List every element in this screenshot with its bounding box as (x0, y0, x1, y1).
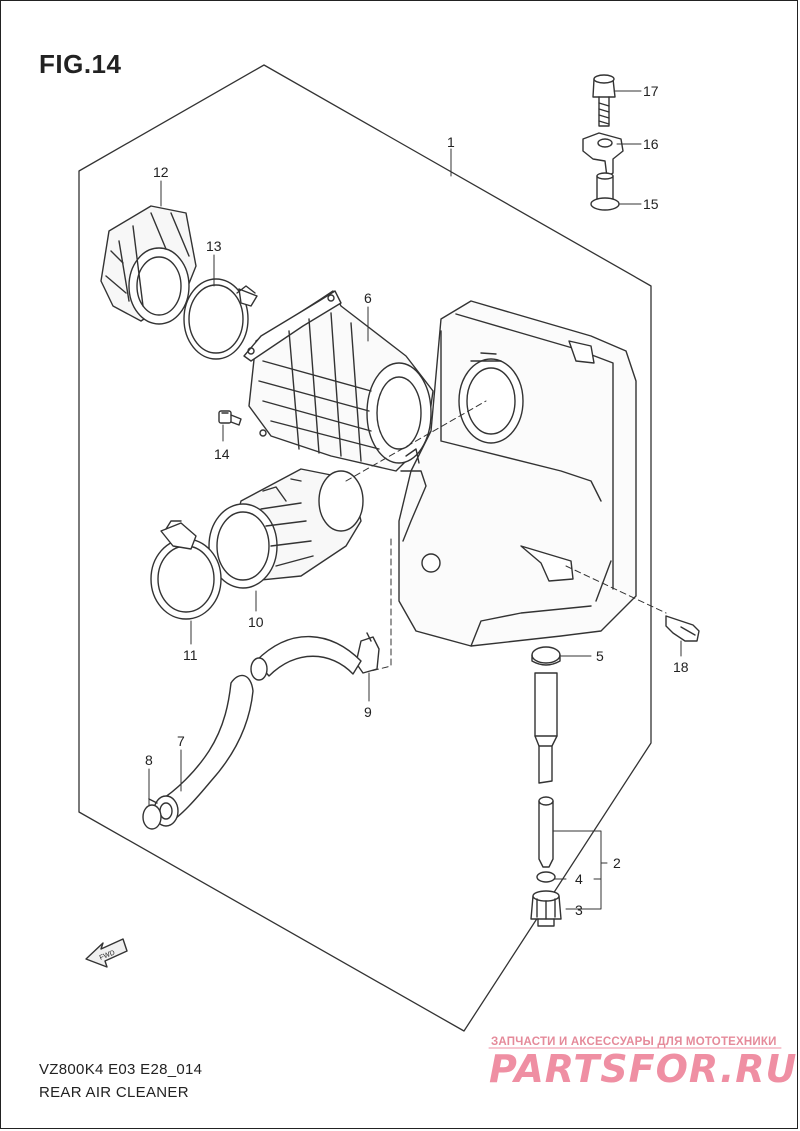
callout-12: 12 (153, 164, 169, 180)
callout-14: 14 (214, 446, 230, 462)
part-13-clamp-band (183, 278, 258, 360)
part-2-drain-tube (534, 672, 558, 868)
part-4-ring (536, 871, 556, 883)
callout-5: 5 (596, 648, 604, 664)
fwd-direction-marker (85, 938, 128, 968)
part-7-drain-hose (153, 635, 362, 827)
callout-2: 2 (613, 855, 621, 871)
callout-15: 15 (643, 196, 659, 212)
figure-title: FIG.14 (39, 49, 122, 79)
assembly-boundary (78, 64, 652, 1032)
callout-10: 10 (248, 614, 264, 630)
part-10-intake-tube (208, 468, 364, 589)
part-16-bracket (582, 132, 624, 178)
part-11-clamp (150, 520, 222, 620)
callout-4: 4 (575, 871, 583, 887)
part-17-bolt (592, 74, 616, 127)
part-9-clip (355, 632, 380, 674)
part-15-collar (590, 172, 620, 211)
part-6-filter-element (243, 290, 434, 472)
watermark-brand: PARTSFOR.RU (489, 1047, 798, 1091)
part-8-plug (142, 798, 162, 830)
part-18-bolt (665, 615, 700, 642)
leader-lines (148, 90, 682, 910)
callout-6: 6 (364, 290, 372, 306)
part-5-cap (531, 646, 561, 666)
callout-18: 18 (673, 659, 689, 675)
callout-1: 1 (447, 134, 455, 150)
part-12-intake-funnel (100, 205, 197, 325)
alignment-lines (345, 400, 667, 672)
part-1-air-cleaner-case (398, 300, 637, 647)
callout-8: 8 (145, 752, 153, 768)
callout-16: 16 (643, 136, 659, 152)
part-3-drain-plug (530, 890, 562, 927)
callout-13: 13 (206, 238, 222, 254)
callout-9: 9 (364, 704, 372, 720)
callout-11: 11 (183, 647, 198, 663)
section-name: REAR AIR CLEANER (39, 1084, 189, 1101)
watermark-tagline: ЗАПЧАСТИ И АКСЕССУАРЫ ДЛЯ МОТОТЕХНИКИ (491, 1036, 777, 1048)
model-code: VZ800K4 E03 E28_014 (39, 1061, 203, 1078)
part-14-screw (218, 410, 242, 426)
callout-7: 7 (177, 733, 185, 749)
callout-17: 17 (643, 83, 659, 99)
callout-3: 3 (575, 902, 583, 918)
